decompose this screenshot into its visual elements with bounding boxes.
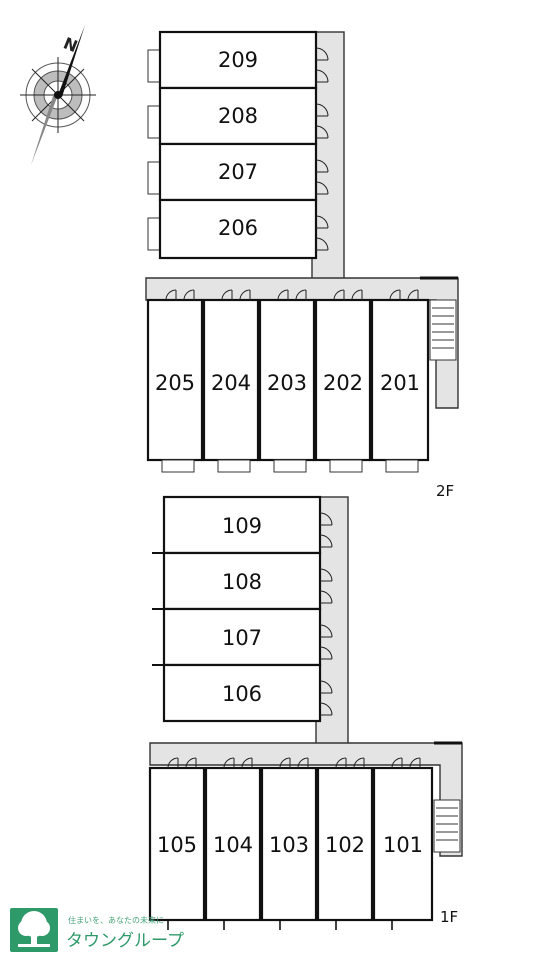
unit-207: 207 — [147, 142, 329, 202]
unit-103: 103 — [260, 757, 318, 930]
north-compass-icon — [20, 25, 96, 165]
unit-101: 101 — [372, 757, 434, 930]
unit-label: 203 — [267, 371, 307, 395]
tree-logo-icon — [10, 908, 58, 952]
unit-label: 201 — [380, 371, 420, 395]
unit-204: 204 — [202, 289, 260, 473]
unit-205: 205 — [146, 289, 204, 473]
unit-label: 108 — [222, 570, 262, 594]
unit-201: 201 — [370, 289, 430, 473]
unit-label: 101 — [383, 833, 423, 857]
unit-104: 104 — [204, 757, 262, 930]
unit-label: 207 — [218, 160, 258, 184]
compass-north-label: N — [61, 33, 81, 56]
stairs-2f — [429, 299, 457, 361]
unit-108: 108 — [152, 551, 333, 611]
unit-label: 102 — [325, 833, 365, 857]
unit-label: 106 — [222, 682, 262, 706]
unit-label: 206 — [218, 216, 258, 240]
unit-206: 206 — [147, 198, 329, 260]
unit-label: 205 — [155, 371, 195, 395]
unit-102: 102 — [316, 757, 374, 930]
unit-203: 203 — [258, 289, 316, 473]
unit-202: 202 — [314, 289, 372, 473]
logo-tagline: 住まいを、あなたの未来に — [68, 915, 164, 925]
corridor-1f-vertical — [315, 496, 349, 748]
unit-107: 107 — [152, 607, 333, 667]
logo-name: タウングループ — [66, 931, 184, 951]
logo: 住まいを、あなたの未来に タウングループ — [10, 908, 184, 952]
unit-label: 103 — [269, 833, 309, 857]
unit-208: 208 — [147, 86, 329, 146]
unit-label: 202 — [323, 371, 363, 395]
unit-label: 204 — [211, 371, 251, 395]
unit-106: 106 — [162, 663, 333, 723]
unit-label: 104 — [213, 833, 253, 857]
floor-1f: 109 108 107 106 105 — [148, 495, 463, 930]
unit-label: 105 — [157, 833, 197, 857]
unit-209: 209 — [147, 30, 329, 90]
unit-label: 109 — [222, 514, 262, 538]
stairs-1f — [433, 799, 461, 853]
unit-label: 209 — [218, 48, 258, 72]
unit-109: 109 — [152, 495, 333, 555]
floor-label-2f: 2F — [436, 482, 454, 500]
floor-2f: 209 208 207 206 20 — [145, 30, 459, 500]
unit-label: 208 — [218, 104, 258, 128]
unit-105: 105 — [148, 757, 206, 930]
floor-label-1f: 1F — [440, 908, 458, 926]
unit-label: 107 — [222, 626, 262, 650]
